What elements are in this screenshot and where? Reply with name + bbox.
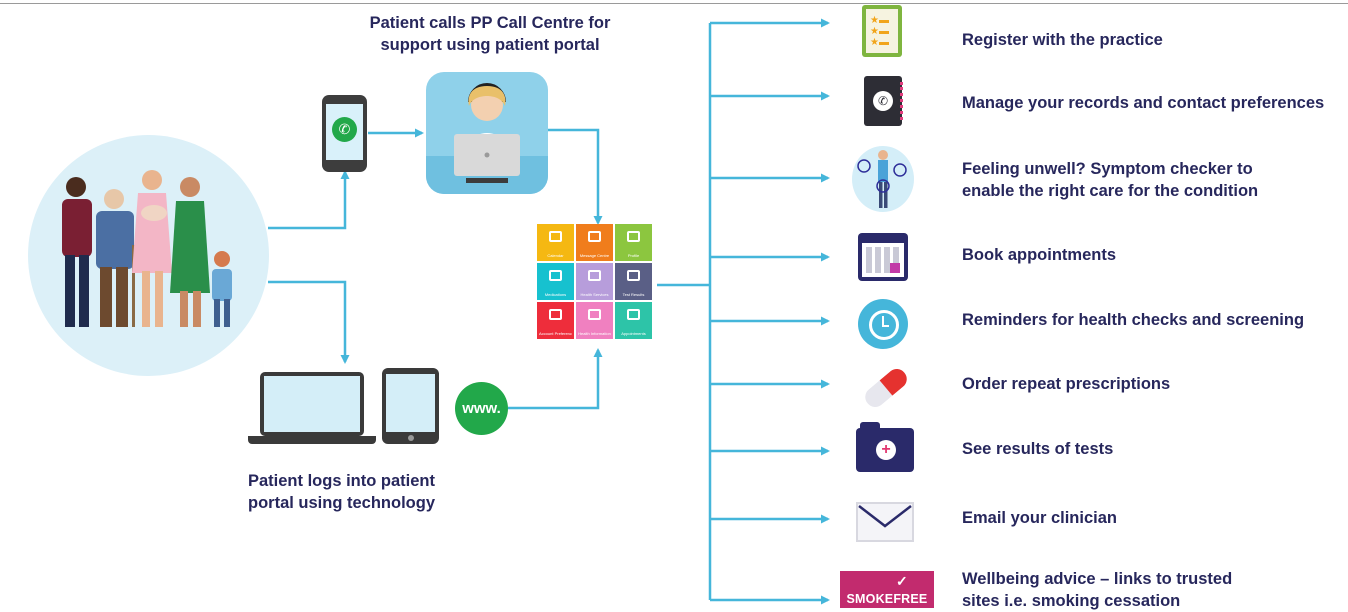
portal-tile-caption: Medications	[544, 292, 567, 297]
arrow-family-to-devices	[268, 280, 350, 364]
portal-tile: Account Preferences	[537, 302, 574, 339]
portal-tile-icon	[549, 231, 562, 242]
service-label-records: Manage your records and contact preferen…	[962, 92, 1324, 114]
portal-tile: Medications	[537, 263, 574, 300]
service-label-line1: Book appointments	[962, 246, 1117, 264]
portal-tile: Calendar	[537, 224, 574, 261]
portal-tile: Test Results	[615, 263, 652, 300]
www-badge: www.	[455, 382, 508, 435]
call-centre-title: Patient calls PP Call Centre for support…	[330, 12, 650, 56]
service-label-line1: Register with the practice	[962, 31, 1163, 49]
service-label-reminders: Reminders for health checks and screenin…	[962, 309, 1304, 331]
mobile-phone-icon: ✆	[322, 95, 367, 172]
arrow-agent-to-portal	[548, 128, 603, 225]
call-icon: ✆	[332, 117, 357, 142]
arrow-www-to-portal	[508, 348, 603, 410]
portal-tile-icon	[627, 270, 640, 281]
service-label-line1: Order repeat prescriptions	[962, 375, 1171, 393]
service-label-line1: Manage your records and contact preferen…	[962, 94, 1325, 112]
portal-tile-caption: Test Results	[622, 292, 645, 297]
portal-tile: Message Centre	[576, 224, 613, 261]
service-label-symptom-checker: Feeling unwell? Symptom checker to enabl…	[962, 158, 1258, 202]
portal-tile-icon	[627, 231, 640, 242]
service-label-test-results: See results of tests	[962, 438, 1113, 460]
portal-tile-caption: Profile	[627, 253, 640, 258]
service-label-line1: Feeling unwell? Symptom checker to	[962, 160, 1253, 178]
www-label: www.	[462, 400, 501, 417]
service-label-prescriptions: Order repeat prescriptions	[962, 373, 1170, 395]
call-title-line2: support using patient portal	[380, 36, 600, 54]
laptop-icon	[248, 372, 376, 448]
call-title-line1: Patient calls PP Call Centre for	[369, 14, 611, 32]
portal-tile-icon	[549, 270, 562, 281]
service-label-line1: Email your clinician	[962, 509, 1117, 527]
login-title: Patient logs into patient portal using t…	[248, 470, 435, 514]
portal-tile: Profile	[615, 224, 652, 261]
medical-folder-icon: +	[856, 422, 914, 472]
service-label-email: Email your clinician	[962, 507, 1117, 529]
portal-tile-icon	[588, 231, 601, 242]
smokefree-logo: ✓ SMOKEFREE	[840, 571, 934, 608]
service-label-line1: Reminders for health checks and screenin…	[962, 311, 1305, 329]
login-title-line2: portal using technology	[248, 494, 436, 512]
call-centre-agent-icon	[426, 72, 548, 194]
portal-tile-caption: Appointments	[621, 331, 646, 336]
alarm-clock-icon	[858, 299, 908, 349]
portal-tile-caption: Calendar	[547, 253, 564, 258]
service-label-wellbeing: Wellbeing advice – links to trusted site…	[962, 568, 1232, 612]
portal-tile-icon	[627, 309, 640, 320]
arrow-family-to-phone	[268, 170, 350, 230]
portal-tile-caption: Health Services	[580, 292, 609, 297]
address-book-icon: ✆	[864, 76, 903, 126]
portal-tile-caption: Health Information	[578, 331, 611, 336]
smokefree-logo-text: SMOKEFREE	[846, 592, 928, 606]
top-divider	[0, 3, 1348, 4]
portal-tile: Health Information	[576, 302, 613, 339]
envelope-icon	[856, 502, 914, 542]
body-symptom-icon	[852, 146, 914, 212]
portal-tile-icon	[549, 309, 562, 320]
service-label-line1: See results of tests	[962, 440, 1114, 458]
portal-tile: Health Services	[576, 263, 613, 300]
calendar-icon	[858, 233, 908, 281]
portal-tile-caption: Message Centre	[579, 253, 610, 258]
patient-family-illustration	[28, 135, 269, 376]
service-label-register: Register with the practice	[962, 29, 1163, 51]
service-label-line1: Wellbeing advice – links to trusted	[962, 570, 1233, 588]
portal-tile: Appointments	[615, 302, 652, 339]
checklist-icon: ★▬★▬★▬	[862, 5, 902, 57]
service-label-appointments: Book appointments	[962, 244, 1116, 266]
portal-tile-caption: Account Preferences	[539, 331, 572, 336]
login-title-line1: Patient logs into patient	[248, 472, 436, 490]
portal-tile-icon	[588, 270, 601, 281]
service-label-line2: enable the right care for the condition	[962, 182, 1259, 200]
service-label-line2: sites i.e. smoking cessation	[962, 592, 1181, 610]
portal-tile-icon	[588, 309, 601, 320]
tablet-icon	[382, 368, 439, 444]
